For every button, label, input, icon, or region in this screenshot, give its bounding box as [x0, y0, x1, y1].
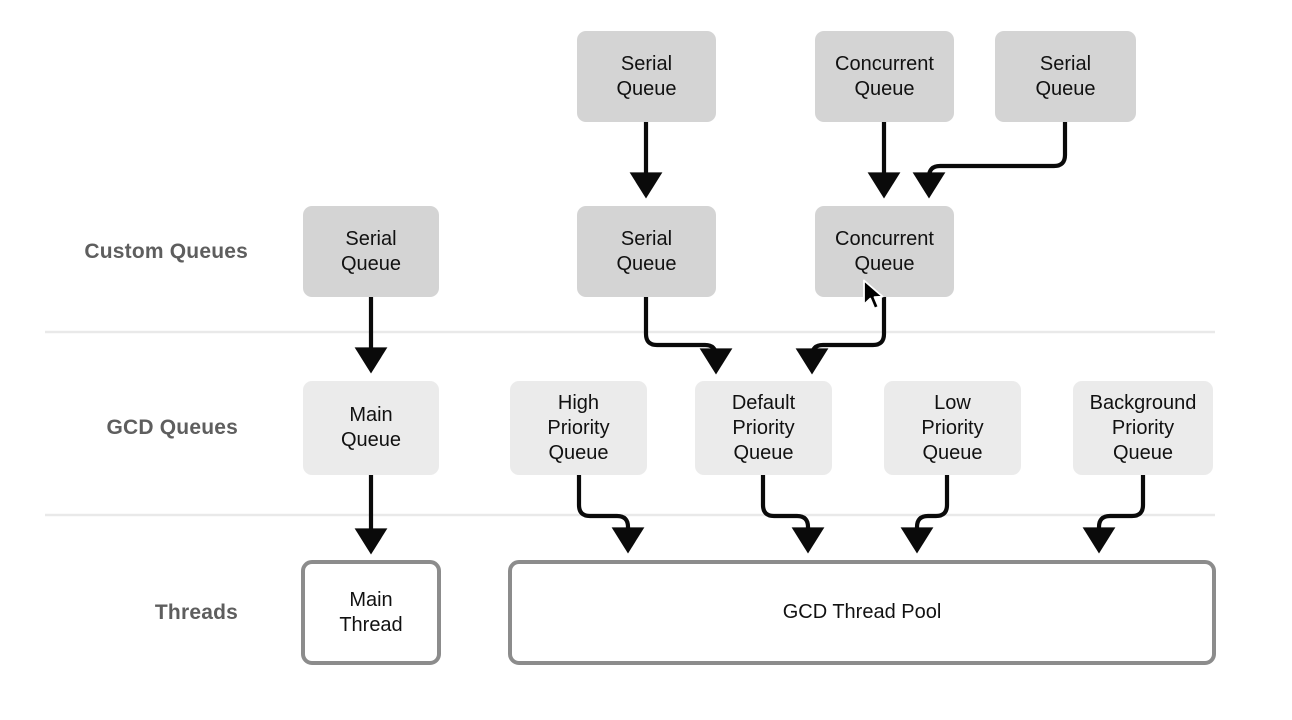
node-custom-serial-queue-main[interactable]: Serial Queue: [303, 206, 439, 297]
arrow-custom-concurrent-to-default-priority: [795, 297, 887, 375]
node-thread-main-thread[interactable]: Main Thread: [301, 560, 441, 665]
row-divider-group: [45, 330, 1215, 517]
arrow-group: [354, 122, 1146, 555]
node-label-custom-serial-queue-main: Serial Queue: [340, 227, 402, 275]
node-custom-concurrent-queue[interactable]: Concurrent Queue: [815, 206, 954, 297]
node-label-top-concurrent-queue: Concurrent Queue: [835, 52, 934, 100]
node-top-serial-queue-1[interactable]: Serial Queue: [577, 31, 716, 122]
node-gcd-high-priority-queue[interactable]: High Priority Queue: [510, 381, 647, 475]
node-label-gcd-background-priority-queue: Background Priority Queue: [1089, 391, 1197, 464]
node-gcd-low-priority-queue[interactable]: Low Priority Queue: [884, 381, 1021, 475]
arrow-background-priority-to-pool: [1082, 475, 1146, 554]
node-label-thread-main-thread: Main Thread: [339, 588, 403, 636]
arrow-default-priority-to-pool: [760, 475, 825, 554]
arrow-custom-serial-to-default-priority: [643, 297, 733, 375]
row-label-gcd-queues: GCD Queues: [106, 416, 238, 439]
node-label-top-serial-queue-1: Serial Queue: [616, 52, 677, 100]
node-gcd-background-priority-queue[interactable]: Background Priority Queue: [1073, 381, 1213, 475]
row-label-threads: Threads: [154, 601, 238, 624]
node-label-gcd-default-priority-queue: Default Priority Queue: [731, 391, 796, 464]
node-top-concurrent-queue[interactable]: Concurrent Queue: [815, 31, 954, 122]
node-label-top-serial-queue-2: Serial Queue: [1035, 52, 1096, 100]
node-label-custom-serial-queue-default: Serial Queue: [616, 227, 677, 275]
node-label-gcd-high-priority-queue: High Priority Queue: [547, 391, 610, 464]
arrow-low-priority-to-pool: [900, 475, 950, 554]
node-gcd-main-queue[interactable]: Main Queue: [303, 381, 439, 475]
node-top-serial-queue-2[interactable]: Serial Queue: [995, 31, 1136, 122]
node-gcd-default-priority-queue[interactable]: Default Priority Queue: [695, 381, 832, 475]
arrow-high-priority-to-pool: [576, 475, 645, 554]
node-label-thread-gcd-thread-pool: GCD Thread Pool: [782, 601, 942, 623]
arrow-top-serial2-to-custom-concurrent: [912, 122, 1068, 199]
node-thread-gcd-thread-pool[interactable]: GCD Thread Pool: [508, 560, 1216, 665]
node-label-custom-concurrent-queue: Concurrent Queue: [835, 227, 934, 275]
node-label-gcd-low-priority-queue: Low Priority Queue: [921, 391, 984, 464]
node-label-gcd-main-queue: Main Queue: [340, 404, 402, 451]
row-label-custom-queues: Custom Queues: [84, 240, 248, 263]
node-custom-serial-queue-default[interactable]: Serial Queue: [577, 206, 716, 297]
